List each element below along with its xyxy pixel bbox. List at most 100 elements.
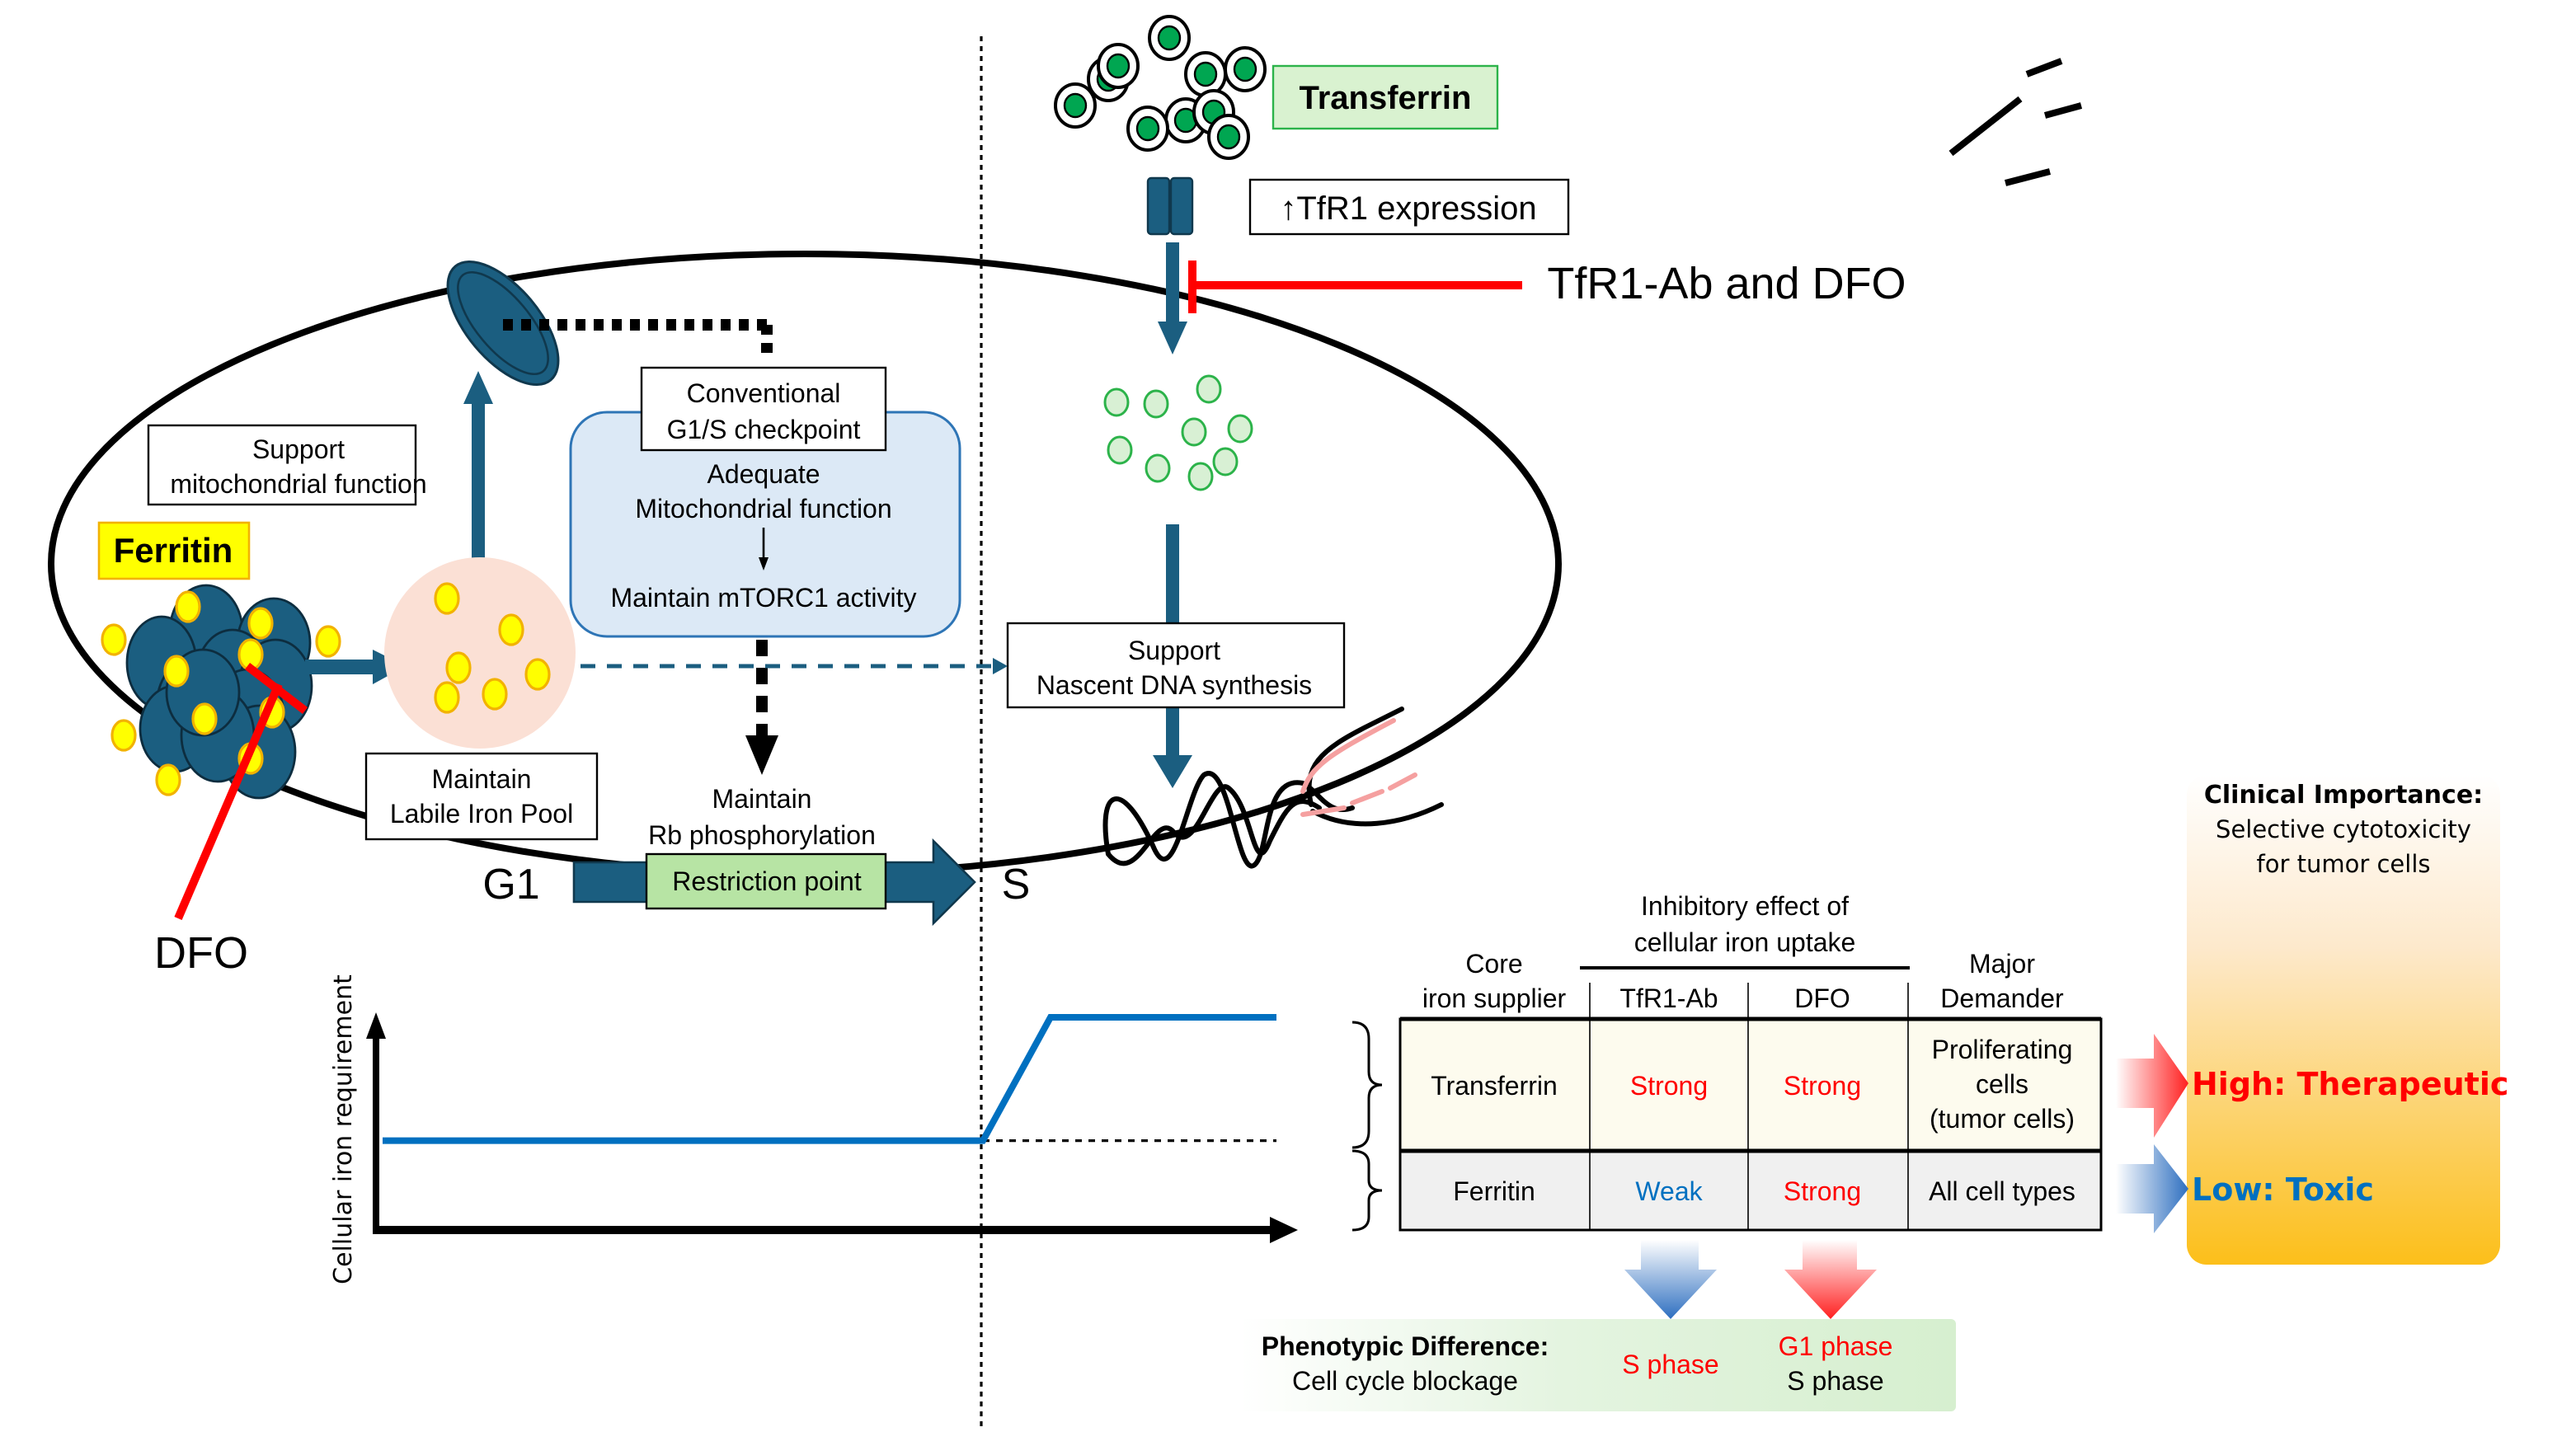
cell-demander-line1: Proliferating	[1932, 1035, 2073, 1064]
transferrin-label-box	[1272, 64, 1499, 130]
cell-dfo-effect: Strong	[1784, 1176, 1861, 1206]
col-header-supplier-line2: iron supplier	[1422, 984, 1567, 1013]
iron-atom	[175, 590, 201, 623]
iron-supplier-table: Transferrin Strong Strong Proliferating …	[1398, 1016, 2103, 1232]
header-column-dividers	[1589, 983, 1909, 1019]
col-header-dfo: DFO	[1794, 984, 1850, 1013]
tfr1-expression-box	[1248, 178, 1570, 236]
table-group-header-line1: Inhibitory effect of	[1641, 891, 1849, 921]
support-mito-line2: mitochondrial function	[170, 469, 426, 499]
iron-atom	[101, 623, 127, 656]
phenotypic-title: Phenotypic Difference:	[1262, 1331, 1549, 1361]
released-iron-dots	[1103, 374, 1253, 491]
col-header-demander-line2: Demander	[1940, 984, 2064, 1013]
tfr1-expression-label: ↑TfR1 expression	[1280, 190, 1536, 227]
cell-tfr1ab-effect: Strong	[1630, 1071, 1708, 1101]
transferrin-iron-pair	[1097, 43, 1140, 89]
maintain-rb-line1: Maintain	[712, 784, 812, 814]
adequate-line1: Adequate	[707, 459, 820, 489]
transferrin-iron-pair	[1224, 46, 1267, 92]
support-mito-line1: Support	[252, 434, 345, 464]
phenotypic-difference-box	[1240, 1319, 1956, 1411]
iron-dot	[1227, 414, 1253, 444]
ferritin-label: Ferritin	[114, 531, 233, 570]
iron-atom	[247, 607, 274, 640]
phenotype-dfo-line2: S phase	[1787, 1366, 1883, 1396]
iron-atom	[434, 582, 460, 615]
clinical-low-label: Low: Toxic	[2192, 1171, 2374, 1208]
mtorc1-label: Maintain mTORC1 activity	[610, 583, 916, 613]
checkpoint-line1: Conventional	[687, 378, 841, 408]
table-row-ferritin-bg	[1400, 1151, 2101, 1230]
iron-dot	[1181, 417, 1207, 447]
transferrin-label: Transferrin	[1300, 80, 1472, 116]
col-header-tfr1ab: TfR1-Ab	[1619, 984, 1718, 1013]
iron-requirement-graph: Cellular iron requirement	[329, 974, 1298, 1284]
clinical-title: Clinical Importance:	[2204, 781, 2483, 810]
iron-atom	[315, 625, 341, 658]
iron-dot	[1187, 462, 1214, 491]
iron-dot	[1196, 374, 1222, 404]
mito-to-mtorc1-arrow	[759, 528, 769, 570]
cell-tfr1ab-effect: Weak	[1635, 1176, 1703, 1206]
clinical-subtitle-line2: for tumor cells	[2257, 850, 2431, 878]
lip-to-dna-dashed-arrow	[581, 658, 1008, 674]
adequate-line2: Mitochondrial function	[635, 494, 891, 523]
maintain-rb-line2: Rb phosphorylation	[648, 820, 876, 850]
iron-requirement-line	[383, 1014, 1276, 1144]
y-axis-label: Cellular iron requirement	[329, 974, 358, 1284]
support-dna-line2: Nascent DNA synthesis	[1037, 670, 1312, 700]
iron-atom	[498, 613, 524, 646]
tfr1-ab-dfo-label: TfR1-Ab and DFO	[1547, 259, 1906, 308]
labile-iron-pool	[384, 557, 576, 749]
x-axis-arrowhead	[1270, 1217, 1298, 1243]
ferritin-cluster-icon	[101, 584, 341, 800]
dfo-phenotype-arrow	[1784, 1240, 1877, 1319]
support-dna-synthesis-box	[1006, 622, 1346, 709]
mito-checkpoint-connector	[503, 319, 773, 359]
checkpoint-line2: G1/S checkpoint	[667, 415, 861, 444]
iron-dot	[1145, 453, 1171, 483]
cell-demander-line1: All cell types	[1929, 1176, 2075, 1206]
tfr1ab-phenotype-arrow	[1624, 1240, 1717, 1319]
maintain-lip-line1: Maintain	[432, 764, 532, 794]
iron-dot	[1212, 447, 1239, 477]
table-row: Transferrin Strong Strong Proliferating …	[1431, 1035, 2075, 1134]
iron-atom	[524, 658, 551, 691]
high-arrow	[2116, 1034, 2188, 1138]
iron-dot	[1107, 435, 1133, 465]
table-group-header-line2: cellular iron uptake	[1634, 927, 1856, 957]
table-braces	[1351, 1021, 1383, 1232]
cell-demander-line2: cells	[1976, 1069, 2028, 1099]
iron-dot	[1103, 387, 1130, 417]
transferrin-iron-pair	[1207, 114, 1250, 160]
mtorc1-to-rb-arrow	[745, 640, 778, 775]
transferrin-iron-pair	[1184, 51, 1227, 97]
table-row-transferrin-bg	[1400, 1019, 2101, 1151]
phenotypic-subtitle: Cell cycle blockage	[1292, 1366, 1518, 1396]
iron-atom	[445, 651, 472, 684]
clinical-high-label: High: Therapeutic	[2192, 1066, 2508, 1102]
ferritin-label-box	[97, 521, 251, 580]
phenotype-dfo-line1: G1 phase	[1779, 1331, 1893, 1361]
cell-dfo-effect: Strong	[1784, 1071, 1861, 1101]
iron-atom	[191, 702, 218, 735]
low-arrow	[2116, 1144, 2188, 1233]
clinical-importance-panel	[2187, 775, 2500, 1265]
support-dna-line1: Support	[1128, 636, 1220, 665]
transferrin-molecules	[1948, 58, 2083, 186]
col-header-supplier-line1: Core	[1465, 949, 1522, 979]
transferrin-iron-pair	[1126, 106, 1169, 152]
transferrin-iron-pair	[1148, 15, 1191, 61]
checkpoint-box	[640, 366, 887, 452]
iron-atom	[163, 655, 190, 688]
cell-demander-line3: (tumor cells)	[1930, 1104, 2075, 1134]
iron-atom	[434, 681, 460, 714]
transferrin-iron-pairs	[1054, 15, 1267, 160]
transferrin-iron-pair	[1054, 82, 1097, 129]
cell-supplier: Ferritin	[1453, 1176, 1535, 1206]
restriction-point-box	[645, 852, 887, 910]
clinical-subtitle-line1: Selective cytotoxicity	[2216, 815, 2471, 843]
dfo-inhibition	[174, 663, 308, 920]
